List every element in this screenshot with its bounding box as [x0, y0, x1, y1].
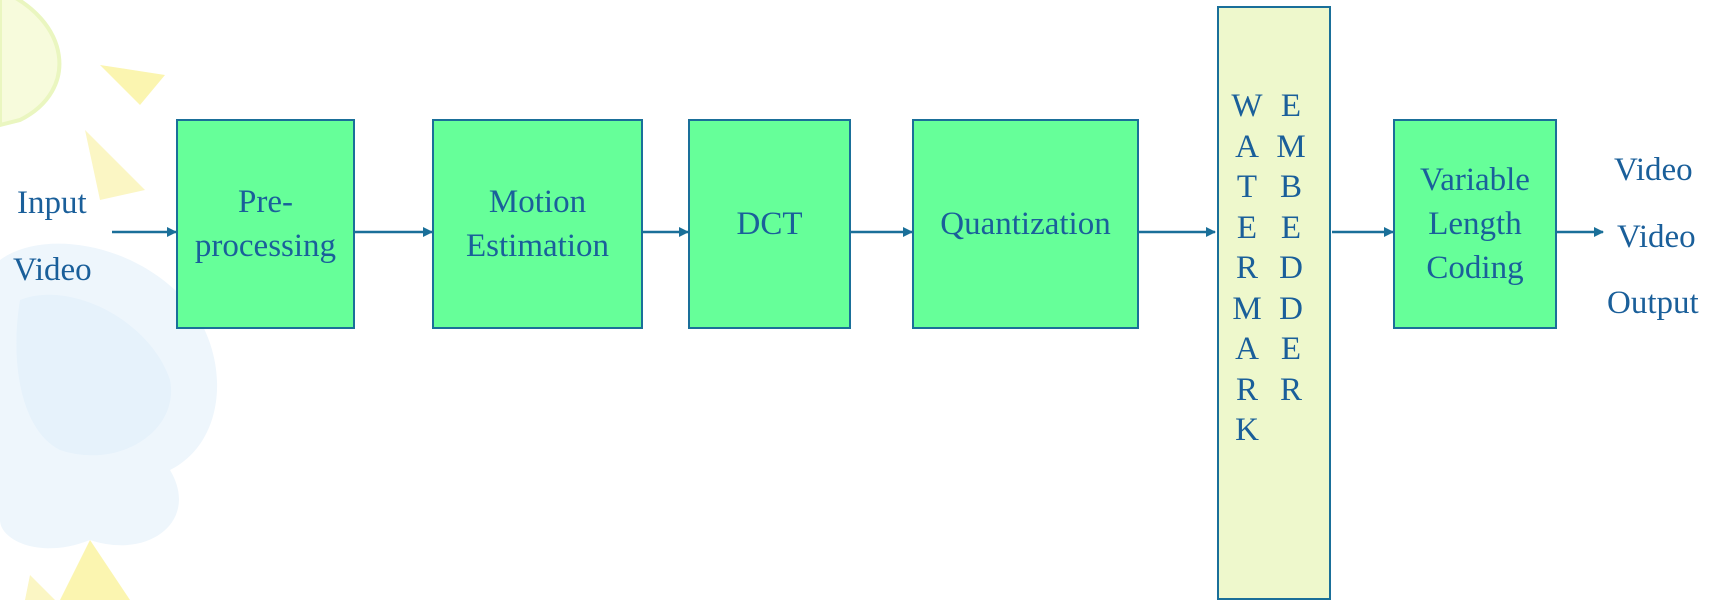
input-label-line2: Video: [13, 252, 92, 288]
quantization-block: Quantization: [912, 119, 1139, 329]
dct-block: DCT: [688, 119, 851, 329]
embedder-letter: R: [1279, 371, 1302, 408]
input-label-line1: Input: [17, 185, 87, 221]
output-label-line3: Output: [1607, 285, 1699, 321]
dct-line1: DCT: [736, 206, 803, 242]
embedder-letter: A: [1235, 331, 1259, 367]
embedder-letter: R: [1235, 371, 1258, 408]
motion-estimation-line1: Motion: [488, 184, 587, 220]
output-label-line1: Video: [1614, 152, 1693, 188]
embedder-column-watermark: W A T E R M A R K: [1227, 86, 1267, 451]
embedder-letter: E: [1280, 88, 1302, 124]
preprocessing-line1: Pre-: [238, 184, 293, 220]
embedder-letter: M: [1232, 290, 1262, 327]
vlc-line1: Variable: [1420, 162, 1530, 198]
embedder-letter: D: [1279, 250, 1303, 286]
motion-estimation-block: Motion Estimation: [432, 119, 643, 329]
preprocessing-line2: processing: [194, 228, 337, 264]
embedder-letter: A: [1235, 128, 1259, 165]
embedder-letter: T: [1236, 169, 1258, 205]
embedder-letter: E: [1236, 209, 1258, 246]
embedder-letter: E: [1280, 331, 1302, 367]
embedder-letter: W: [1231, 88, 1263, 124]
watermark-embedder-block: W A T E R M A R K E M B E D D E R: [1217, 6, 1331, 600]
motion-estimation-line2: Estimation: [466, 228, 609, 264]
embedder-letter: K: [1235, 412, 1259, 448]
output-label-line2: Video: [1617, 219, 1696, 255]
embedder-letter: E: [1280, 209, 1302, 246]
variable-length-coding-block: Variable Length Coding: [1393, 119, 1557, 329]
embedder-letter: B: [1279, 169, 1302, 205]
embedder-letter: D: [1279, 290, 1303, 327]
vlc-line2: Length: [1428, 206, 1522, 242]
vlc-line3: Coding: [1426, 250, 1524, 286]
embedder-letter: M: [1276, 128, 1306, 165]
embedder-letter: R: [1235, 250, 1258, 286]
embedder-column-embedder: E M B E D D E R: [1271, 86, 1311, 410]
preprocessing-block: Pre- processing: [176, 119, 355, 329]
quantization-line1: Quantization: [940, 206, 1111, 242]
